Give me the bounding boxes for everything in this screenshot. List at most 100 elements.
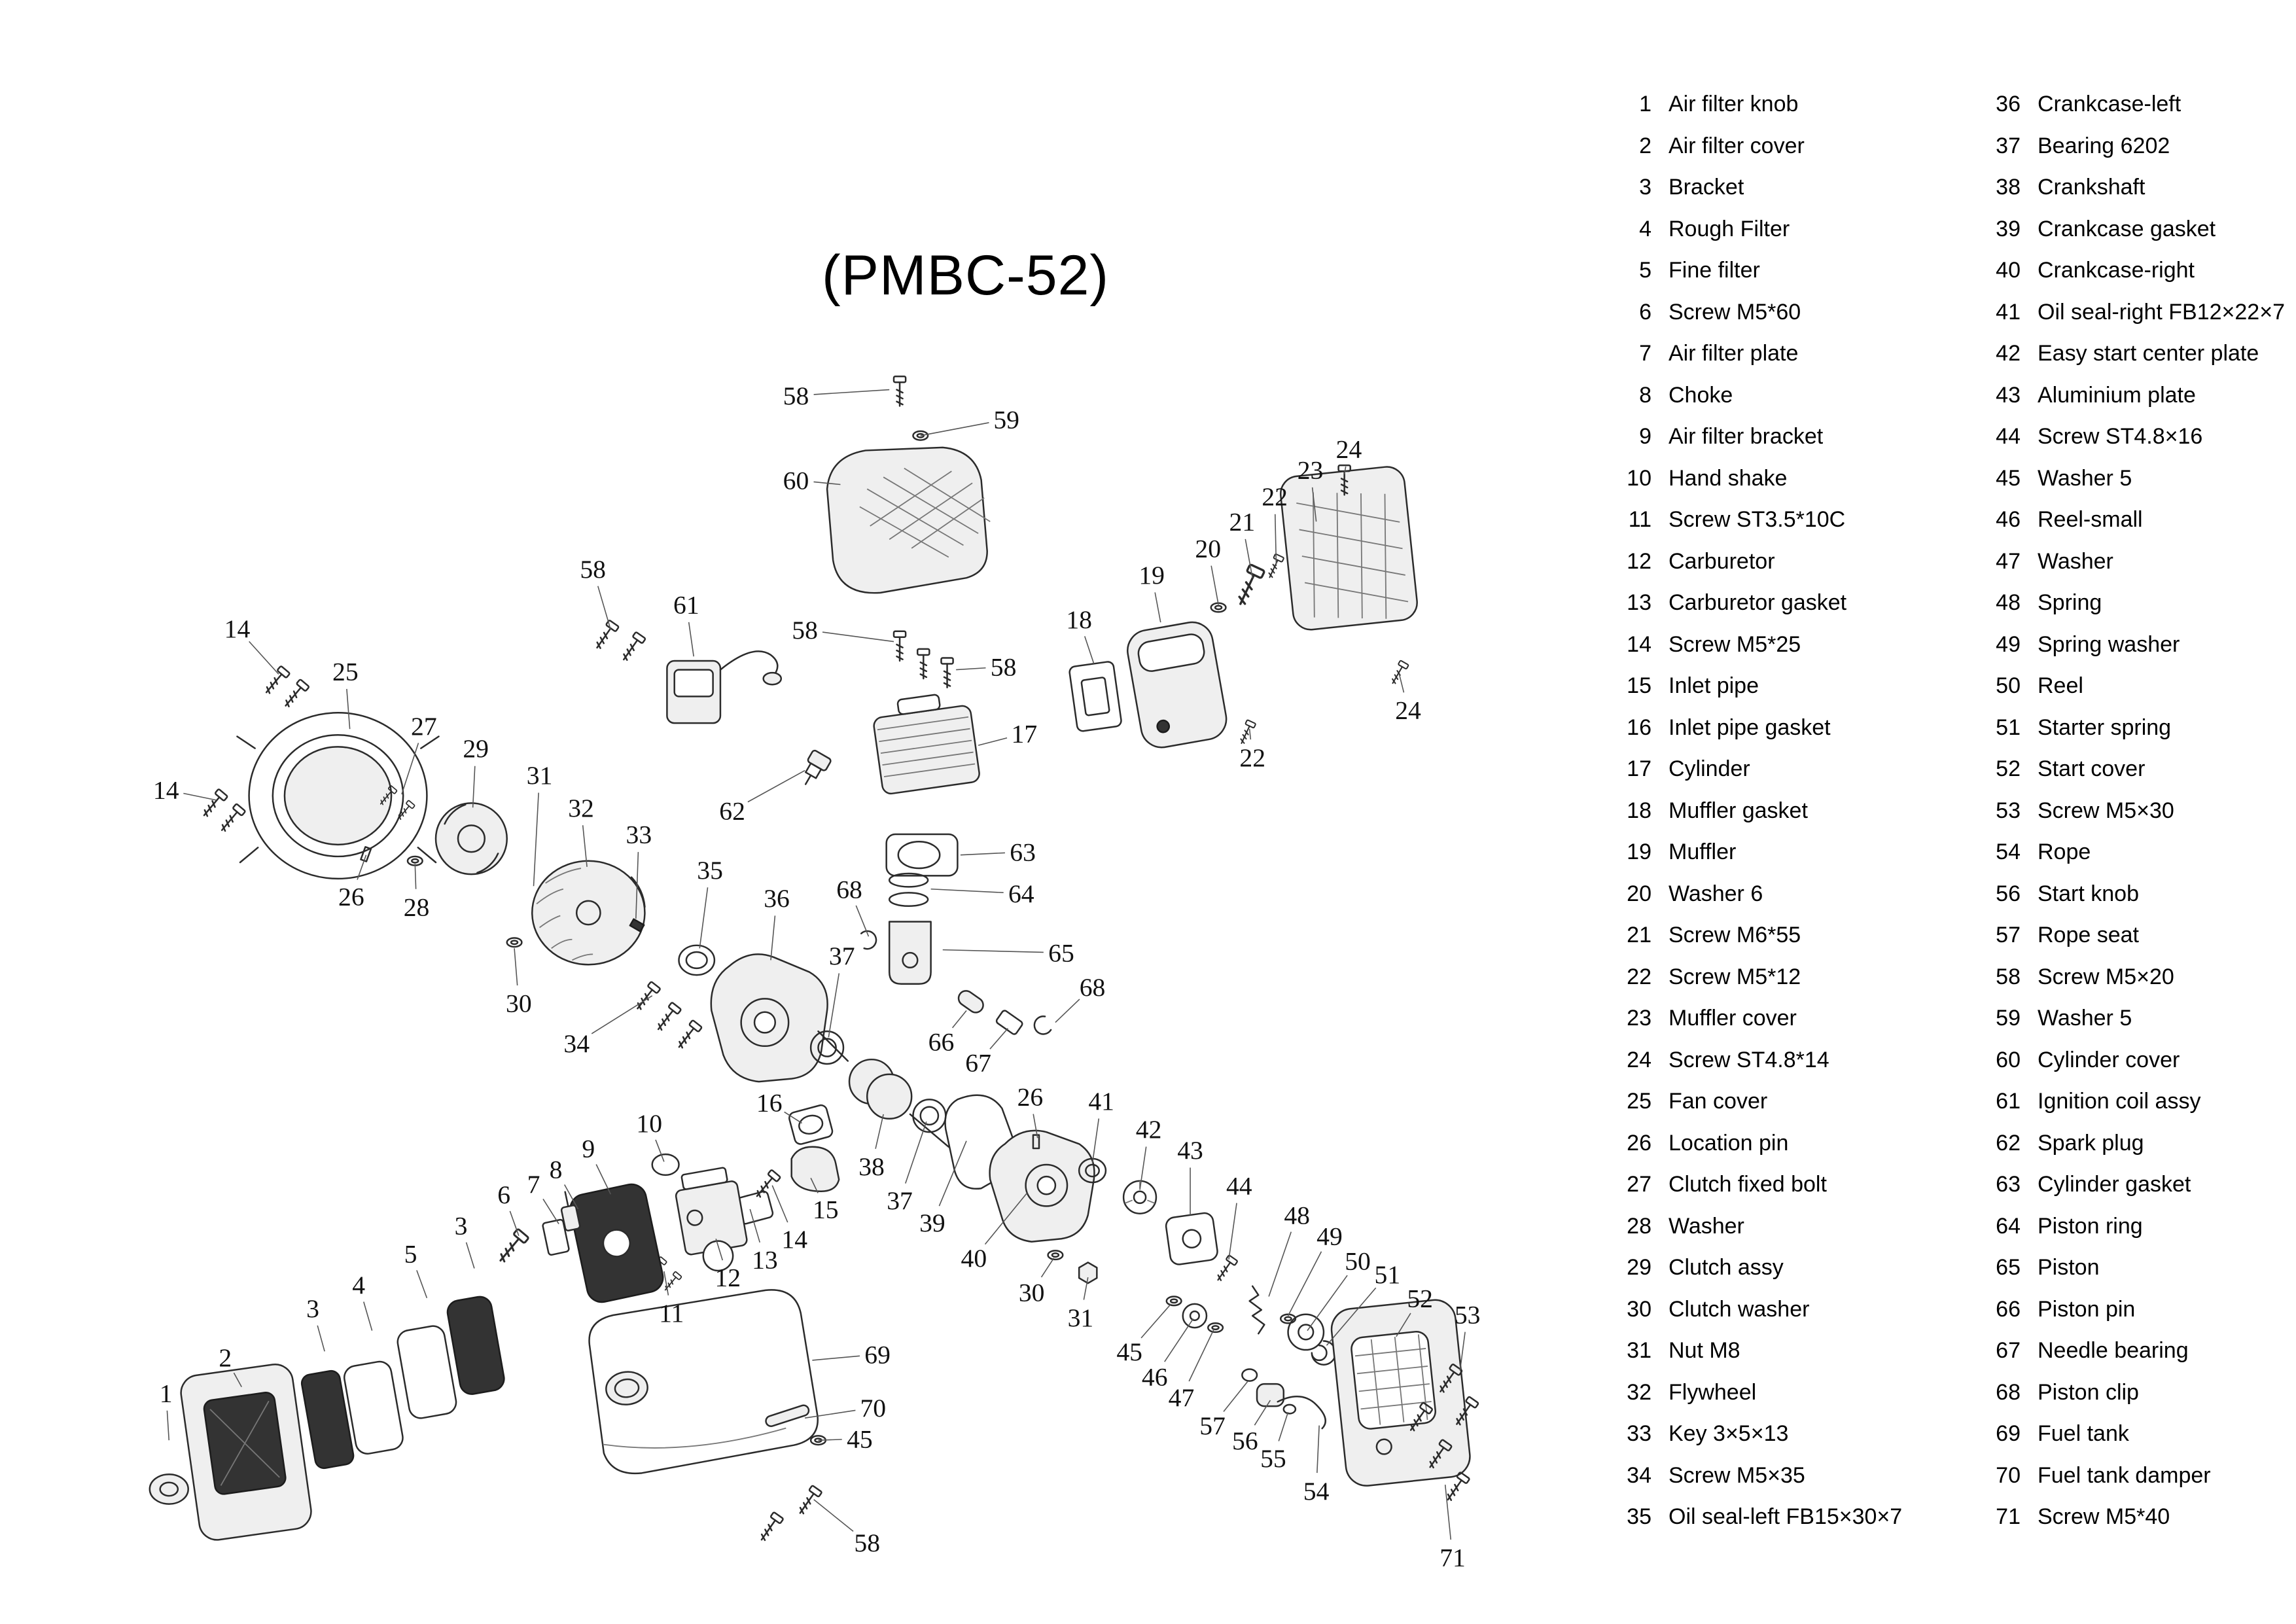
part-name: Start cover <box>2038 756 2146 782</box>
part-number: 21 <box>1627 923 1651 948</box>
callout-number: 55 <box>1260 1444 1286 1473</box>
leader-line <box>1245 538 1253 578</box>
flywheel-drawing <box>531 860 646 966</box>
part-number: 34 <box>1627 1462 1651 1488</box>
leader-line <box>1278 1411 1289 1441</box>
callout-number: 7 <box>527 1170 540 1199</box>
part-number: 16 <box>1627 715 1651 740</box>
part-name: Starter spring <box>2038 715 2172 740</box>
part-name: Clutch washer <box>1669 1296 1810 1322</box>
part-number: 37 <box>1996 133 2021 158</box>
part-number: 42 <box>1996 341 2021 366</box>
callout-number: 22 <box>1262 482 1288 511</box>
callout-number: 67 <box>965 1048 991 1077</box>
part-name: Rope seat <box>2038 923 2139 948</box>
part-number: 11 <box>1628 507 1651 533</box>
callout-number: 31 <box>527 761 553 790</box>
callout-number: 52 <box>1407 1284 1433 1313</box>
callout-number: 43 <box>1177 1136 1203 1165</box>
part-number: 8 <box>1639 382 1651 408</box>
part-number: 46 <box>1996 507 2021 533</box>
leader-line <box>749 1209 761 1243</box>
clutch-drawing <box>434 802 508 875</box>
part-name: Cylinder gasket <box>2038 1172 2191 1197</box>
part-name: Muffler gasket <box>1669 798 1808 823</box>
air-filter-bracket-drawing <box>542 1183 664 1303</box>
callout-number: 39 <box>919 1209 945 1237</box>
part-name: Reel <box>2038 673 2083 699</box>
callout-number: 42 <box>1136 1115 1162 1144</box>
part-name: Muffler <box>1669 839 1737 865</box>
callout-number: 33 <box>626 821 652 849</box>
start-cover-drawing <box>1241 1299 1471 1487</box>
part-name: Cylinder <box>1669 756 1750 782</box>
part-name: Oil seal-left FB15×30×7 <box>1669 1504 1903 1530</box>
muffler-drawing <box>1069 466 1418 749</box>
leader-line <box>813 389 890 395</box>
crankshaft-drawing <box>817 1030 950 1148</box>
part-number: 49 <box>1996 631 2021 657</box>
leader-line <box>1444 1485 1452 1540</box>
easy-start-drawing <box>1122 1180 1218 1265</box>
part-name: Crankshaft <box>2038 175 2146 200</box>
leader-line <box>564 1184 579 1210</box>
callout-number: 6 <box>497 1180 510 1209</box>
part-number: 48 <box>1996 590 2021 616</box>
parts-list-row: 18 Muffler gasket <box>1611 790 1902 832</box>
part-name: Spark plug <box>2038 1130 2144 1156</box>
callout-number: 57 <box>1199 1411 1226 1440</box>
callout-number: 66 <box>928 1028 955 1057</box>
callout-number: 30 <box>1019 1278 1045 1307</box>
callout-number: 8 <box>550 1155 563 1184</box>
callout-number: 47 <box>1169 1383 1195 1412</box>
leader-line <box>784 1111 802 1124</box>
part-name: Piston clip <box>2038 1379 2139 1405</box>
part-number: 15 <box>1627 673 1651 699</box>
leader-line <box>699 887 709 949</box>
leader-line <box>855 905 870 937</box>
callout-number: 56 <box>1232 1426 1258 1455</box>
part-number: 7 <box>1639 341 1651 366</box>
part-number: 29 <box>1627 1255 1651 1280</box>
part-number: 23 <box>1627 1006 1651 1031</box>
leader-line <box>509 1210 520 1236</box>
part-number: 18 <box>1627 798 1651 823</box>
callout-number: 58 <box>580 555 606 584</box>
part-number: 63 <box>1996 1172 2021 1197</box>
part-name: Crankcase-right <box>2038 258 2195 283</box>
leader-line <box>1091 1118 1100 1163</box>
leader-line <box>401 743 419 795</box>
leader-line <box>984 1192 1028 1245</box>
part-number: 47 <box>1996 548 2021 574</box>
parts-list-row: 51 Starter spring <box>1980 707 2285 749</box>
part-number: 66 <box>1996 1296 2021 1322</box>
part-number: 56 <box>1996 881 2021 906</box>
part-name: Ignition coil assy <box>2038 1089 2201 1114</box>
part-name: Screw ST4.8*14 <box>1669 1047 1829 1072</box>
leader-line <box>582 825 588 867</box>
part-name: Carburetor <box>1669 548 1775 574</box>
part-number: 51 <box>1996 715 2021 740</box>
part-number: 6 <box>1639 299 1651 325</box>
leader-line <box>810 1178 819 1193</box>
leader-line <box>591 995 653 1034</box>
part-name: Screw ST4.8×16 <box>2038 424 2203 450</box>
part-name: Location pin <box>1669 1130 1789 1156</box>
